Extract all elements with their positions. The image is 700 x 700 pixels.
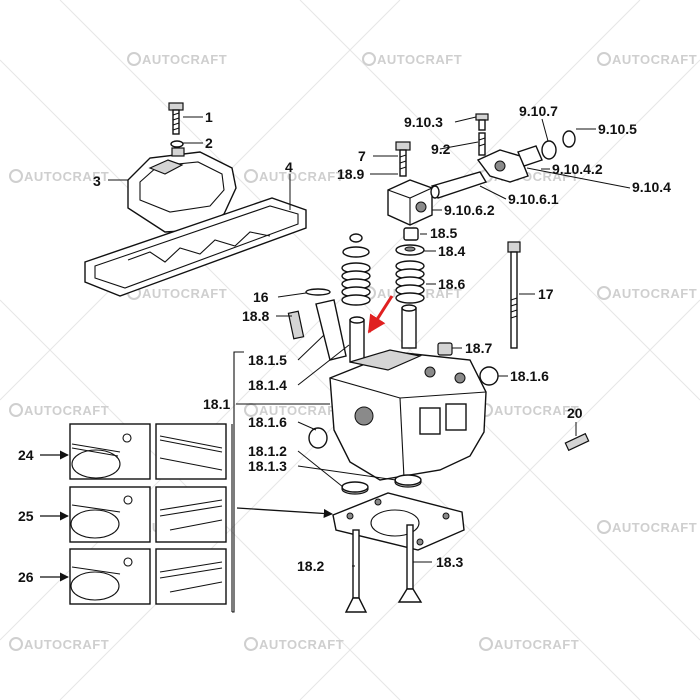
- svg-text:AUTOCRAFT: AUTOCRAFT: [612, 520, 697, 535]
- label-18-1-3: 18.1.3: [248, 458, 287, 474]
- group-bracket-18-1: [232, 351, 244, 613]
- part-9-10-7-washer: [541, 140, 557, 160]
- label-25: 25: [18, 508, 34, 524]
- part-18-1-5-injector-sleeve: [315, 299, 347, 361]
- watermark-logo: AUTOCRAFT: [244, 637, 344, 652]
- watermark-logo: AUTOCRAFT: [479, 403, 579, 418]
- part-20-stud: [564, 432, 590, 452]
- leader-lines: [108, 116, 631, 567]
- part-18-8-stud: [287, 310, 305, 340]
- part-3-valve-cover: [127, 147, 237, 233]
- part-9-2-bolt: [478, 132, 486, 156]
- label-18-1-6-left: 18.1.6: [248, 414, 287, 430]
- label-18-7: 18.7: [465, 340, 492, 356]
- label-18-1-2: 18.1.2: [248, 443, 287, 459]
- part-18-5-cap: [403, 227, 419, 241]
- watermark-logo: AUTOCRAFT: [9, 637, 109, 652]
- label-7: 7: [358, 148, 366, 164]
- label-9-10-6-1: 9.10.6.1: [508, 191, 559, 207]
- watermark-logo: AUTOCRAFT: [479, 637, 579, 652]
- part-9-10-3-screw: [475, 113, 489, 131]
- part-head-gasket: [332, 492, 465, 551]
- part-16-o-ring: [305, 288, 331, 296]
- svg-text:AUTOCRAFT: AUTOCRAFT: [24, 637, 109, 652]
- part-2-washer: [170, 140, 184, 148]
- label-9-10-4: 9.10.4: [632, 179, 671, 195]
- label-17: 17: [538, 286, 554, 302]
- label-18-4: 18.4: [438, 243, 465, 259]
- svg-text:AUTOCRAFT: AUTOCRAFT: [259, 637, 344, 652]
- label-9-10-6-2: 9.10.6.2: [444, 202, 495, 218]
- label-9-10-5: 9.10.5: [598, 121, 637, 137]
- label-24: 24: [18, 447, 34, 463]
- watermark-logo: AUTOCRAFT: [9, 169, 109, 184]
- label-26: 26: [18, 569, 34, 585]
- part-9-10-4-rocker-arm: [476, 149, 529, 183]
- svg-text:AUTOCRAFT: AUTOCRAFT: [259, 403, 344, 418]
- part-7-bolt: [395, 141, 411, 177]
- label-18-5: 18.5: [430, 225, 457, 241]
- label-18-1: 18.1: [203, 396, 230, 412]
- watermark-logo: AUTOCRAFT: [597, 520, 697, 535]
- label-9-10-4-2: 9.10.4.2: [552, 161, 603, 177]
- part-18-4-retainer: [395, 244, 425, 256]
- label-18-1-6-right: 18.1.6: [510, 368, 549, 384]
- label-2: 2: [205, 135, 213, 151]
- part-18-1-4-guide: [349, 316, 365, 363]
- label-4: 4: [285, 159, 293, 175]
- gasket-variant-panels: [69, 423, 227, 605]
- label-18-1-5: 18.1.5: [248, 352, 287, 368]
- part-18-1-6-ring-right: [479, 366, 499, 386]
- watermark-logo: AUTOCRAFT: [244, 169, 344, 184]
- svg-text:AUTOCRAFT: AUTOCRAFT: [142, 286, 227, 301]
- svg-text:AUTOCRAFT: AUTOCRAFT: [494, 637, 579, 652]
- watermark-logo: AUTOCRAFT: [597, 52, 697, 67]
- part-18-6-spring-right: [395, 260, 425, 304]
- highlight-arrow: [367, 295, 394, 334]
- part-18-1-3-valve-seat: [394, 474, 422, 488]
- part-18-1-cylinder-head: [329, 349, 487, 481]
- label-9-2: 9.2: [431, 141, 451, 157]
- svg-text:AUTOCRAFT: AUTOCRAFT: [259, 169, 344, 184]
- watermark-logo: AUTOCRAFT: [597, 286, 697, 301]
- svg-text:AUTOCRAFT: AUTOCRAFT: [24, 169, 109, 184]
- watermark-logo: AUTOCRAFT: [362, 52, 462, 67]
- part-17-head-bolt: [507, 241, 521, 349]
- part-18-6-spring-left: [341, 233, 371, 306]
- part-4-gasket: [84, 197, 307, 297]
- part-1-bolt: [168, 102, 184, 135]
- part-9-10-6-1-shaft: [430, 171, 488, 199]
- part-18-2-intake-valve: [344, 529, 368, 613]
- part-18-7-plug: [437, 342, 453, 356]
- part-18-1-2-valve-seat: [341, 481, 369, 495]
- part-18-1-6-ring-left: [308, 427, 328, 449]
- label-18-2: 18.2: [297, 558, 324, 574]
- svg-text:AUTOCRAFT: AUTOCRAFT: [612, 286, 697, 301]
- label-20: 20: [567, 405, 583, 421]
- label-18-1-4: 18.1.4: [248, 377, 287, 393]
- svg-text:AUTOCRAFT: AUTOCRAFT: [142, 52, 227, 67]
- svg-text:AUTOCRAFT: AUTOCRAFT: [377, 52, 462, 67]
- label-9-10-3: 9.10.3: [404, 114, 443, 130]
- svg-text:AUTOCRAFT: AUTOCRAFT: [24, 403, 109, 418]
- label-18-8: 18.8: [242, 308, 269, 324]
- watermark-logo: AUTOCRAFT: [127, 52, 227, 67]
- label-18-9: 18.9: [337, 166, 364, 182]
- part-9-10-4-2-bushing: [517, 145, 543, 167]
- part-18-6-valve-guide: [401, 304, 417, 349]
- svg-text:AUTOCRAFT: AUTOCRAFT: [612, 52, 697, 67]
- label-18-3: 18.3: [436, 554, 463, 570]
- label-18-6: 18.6: [438, 276, 465, 292]
- part-18-3-exhaust-valve: [397, 524, 423, 603]
- part-9-10-5-ring: [562, 130, 576, 148]
- svg-text:AUTOCRAFT: AUTOCRAFT: [494, 403, 579, 418]
- watermark-logo: AUTOCRAFT: [9, 403, 109, 418]
- label-16: 16: [253, 289, 269, 305]
- label-9-10-7: 9.10.7: [519, 103, 558, 119]
- arrow-leaders: [40, 450, 333, 582]
- label-1: 1: [205, 109, 213, 125]
- label-3: 3: [93, 173, 101, 189]
- part-9-10-6-2-support: [387, 179, 433, 226]
